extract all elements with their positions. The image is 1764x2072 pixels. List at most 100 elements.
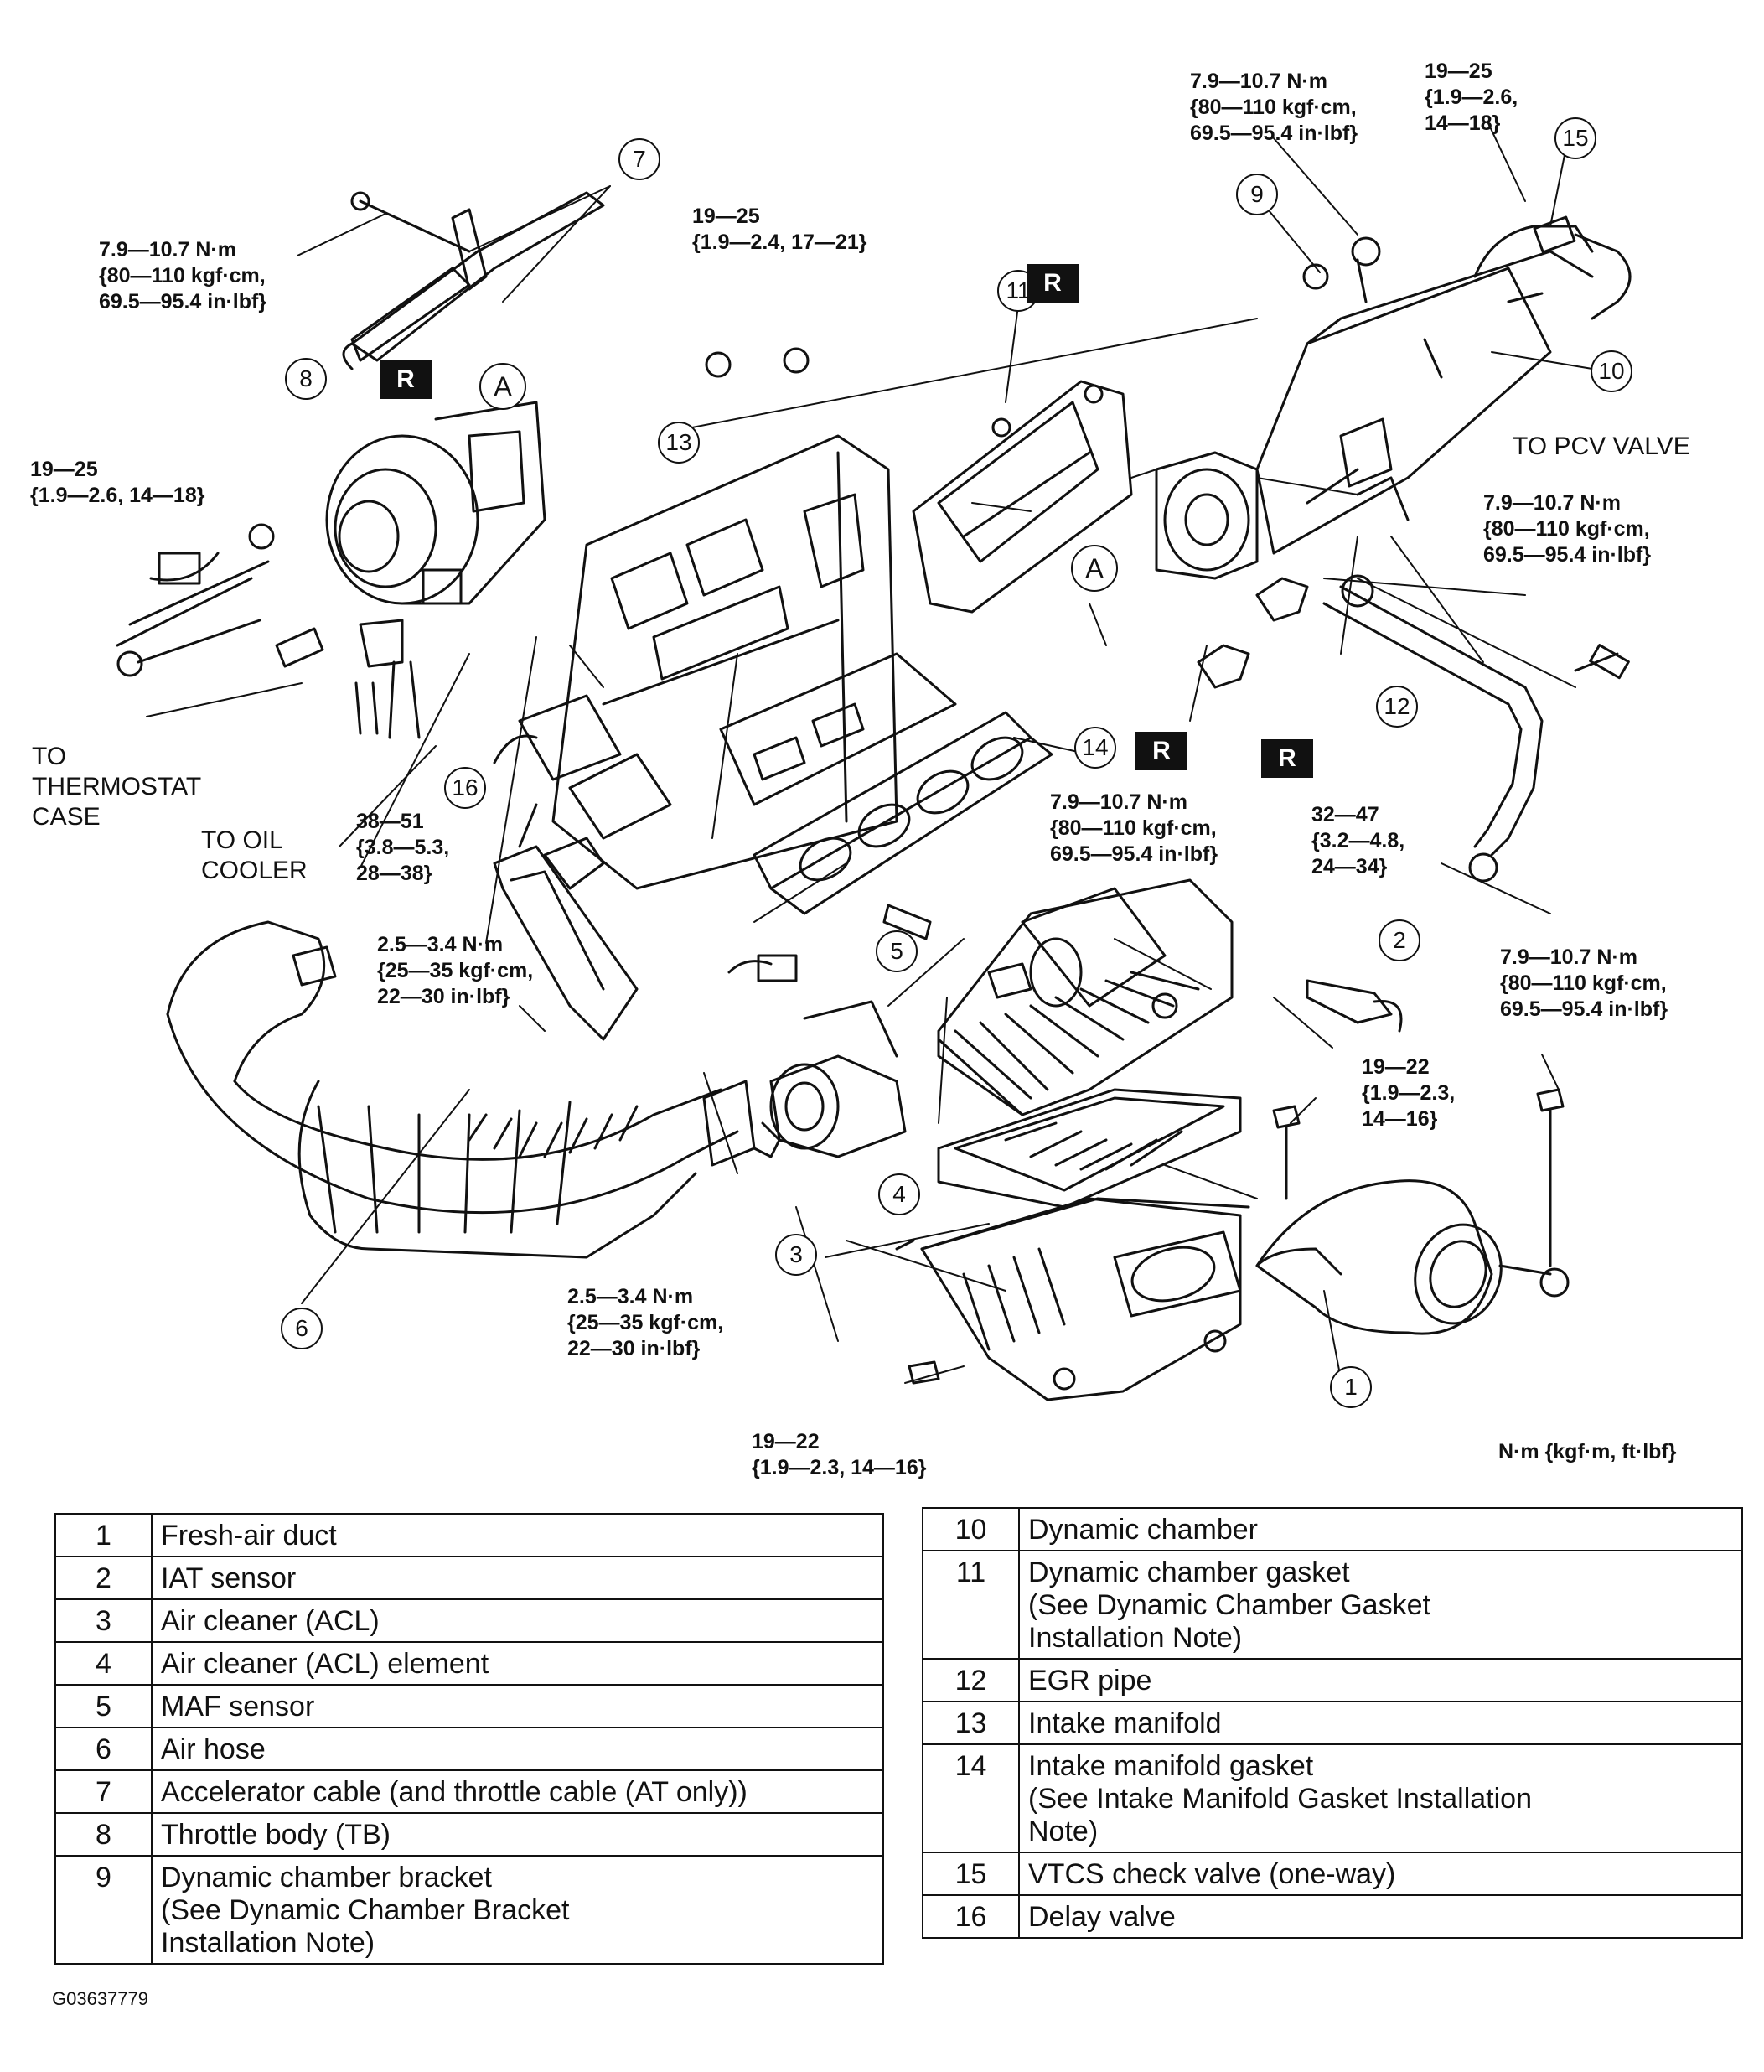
torque-spec-7: 7.9—10.7 N·m {80—110 kgf·cm, 69.5—95.4 i… xyxy=(99,238,267,313)
legend-number: 1 xyxy=(54,1513,153,1557)
exploded-view-diagram: 7.9—10.7 N·m {80—110 kgf·cm, 69.5—95.4 i… xyxy=(30,60,1690,1479)
callout-13: 13 xyxy=(658,422,700,464)
legend-number: 16 xyxy=(922,1894,1020,1939)
reference-mark-a-throttle: A xyxy=(479,363,526,410)
torque-spec-38: 38—51 {3.8—5.3, 28—38} xyxy=(356,810,450,885)
torque-spec-8: 19—25 {1.9—2.6, 14—18} xyxy=(30,458,205,507)
callout-16: 16 xyxy=(444,767,486,809)
legend-description: Delay valve xyxy=(1018,1894,1743,1939)
legend-number: 13 xyxy=(922,1701,1020,1745)
figure-id: G03637779 xyxy=(52,1988,148,2009)
legend-description: Accelerator cable (and throttle cable (A… xyxy=(151,1769,884,1814)
legend-description: Air hose xyxy=(151,1727,884,1771)
legend-number: 3 xyxy=(54,1598,153,1643)
legend-number: 7 xyxy=(54,1769,153,1814)
legend-number: 6 xyxy=(54,1727,153,1771)
callout-2: 2 xyxy=(1379,919,1420,961)
air-cleaner-cover xyxy=(937,878,1234,1116)
legend-description: Throttle body (TB) xyxy=(151,1812,884,1857)
callout-6: 6 xyxy=(281,1308,323,1349)
torque-spec-9: 7.9—10.7 N·m {80—110 kgf·cm, 69.5—95.4 i… xyxy=(1190,70,1358,145)
note-oil-cooler: TO OIL COOLER xyxy=(201,826,308,884)
replace-badge-egr-gasket: R xyxy=(1261,739,1313,778)
callout-14: 14 xyxy=(1074,727,1116,769)
callout-5: 5 xyxy=(876,930,918,972)
torque-spec-6: 2.5—3.4 N·m {25—35 kgf·cm, 22—30 in·lbf} xyxy=(377,933,534,1008)
torque-spec-1: 7.9—10.7 N·m {80—110 kgf·cm, 69.5—95.4 i… xyxy=(1500,945,1668,1021)
units-legend: N·m {kgf·m, ft·lbf} xyxy=(1498,1440,1677,1463)
air-cleaner-element xyxy=(937,1088,1242,1209)
maf-sensor xyxy=(727,954,907,1158)
callout-15: 15 xyxy=(1554,117,1596,159)
lower-bracket xyxy=(493,845,639,1041)
legend-description: MAF sensor xyxy=(151,1684,884,1728)
callout-11: 11 xyxy=(997,270,1039,312)
leader-lines xyxy=(146,121,1593,1384)
torque-spec-5: 2.5—3.4 N·m {25—35 kgf·cm, 22—30 in·lbf} xyxy=(567,1285,724,1360)
reference-mark-a-chamber: A xyxy=(1071,545,1118,592)
legend-number: 11 xyxy=(922,1550,1020,1660)
legend-number: 14 xyxy=(922,1743,1020,1853)
replace-badge-chamber-gasket: R xyxy=(1027,264,1079,303)
callout-3: 3 xyxy=(775,1234,817,1276)
legend-description: Intake manifold gasket (See Intake Manif… xyxy=(1018,1743,1743,1853)
dynamic-chamber-gasket xyxy=(912,380,1133,614)
legend-number: 2 xyxy=(54,1556,153,1600)
callout-12: 12 xyxy=(1376,686,1418,728)
callout-9: 9 xyxy=(1236,174,1278,215)
torque-spec-14: 7.9—10.7 N·m {80—110 kgf·cm, 69.5—95.4 i… xyxy=(1050,790,1218,866)
legend-number: 10 xyxy=(922,1507,1020,1551)
torque-spec-3: 19—22 {1.9—2.3, 14—16} xyxy=(752,1430,927,1479)
replace-badge-throttle-gasket: R xyxy=(380,360,432,399)
replace-badge-manifold-gasket: R xyxy=(1135,732,1187,770)
accelerator-cable-bracket xyxy=(342,191,605,370)
legend-description: Fresh-air duct xyxy=(151,1513,884,1557)
legend-number: 4 xyxy=(54,1641,153,1686)
legend-description: Dynamic chamber gasket (See Dynamic Cham… xyxy=(1018,1550,1743,1660)
legend-description: Dynamic chamber bracket (See Dynamic Cha… xyxy=(151,1855,884,1965)
legend-description: Air cleaner (ACL) element xyxy=(151,1641,884,1686)
legend-description: EGR pipe xyxy=(1018,1658,1743,1702)
torque-spec-15: 19—25 {1.9—2.6, 14—18} xyxy=(1425,60,1518,135)
legend-description: Dynamic chamber xyxy=(1018,1507,1743,1551)
torque-spec-32: 32—47 {3.2—4.8, 24—34} xyxy=(1311,803,1405,878)
torque-spec-12: 7.9—10.7 N·m {80—110 kgf·cm, 69.5—95.4 i… xyxy=(1483,491,1652,567)
callout-4: 4 xyxy=(878,1173,920,1215)
callout-7: 7 xyxy=(618,138,660,180)
intake-manifold xyxy=(493,434,957,890)
legend-description: Air cleaner (ACL) xyxy=(151,1598,884,1643)
callout-1: 1 xyxy=(1330,1366,1372,1408)
air-cleaner-housing xyxy=(895,1197,1250,1401)
legend-number: 12 xyxy=(922,1658,1020,1702)
legend-description: IAT sensor xyxy=(151,1556,884,1600)
torque-spec-2: 19—22 {1.9—2.3, 14—16} xyxy=(1362,1055,1456,1131)
note-thermostat-case: TO THERMOSTAT CASE xyxy=(32,743,202,831)
note-pcv-valve: TO PCV VALVE xyxy=(1513,433,1690,460)
legend-number: 9 xyxy=(54,1855,153,1965)
legend-number: 8 xyxy=(54,1812,153,1857)
fresh-air-duct xyxy=(1255,1179,1570,1335)
dynamic-chamber xyxy=(1155,215,1632,580)
legend-description: Intake manifold xyxy=(1018,1701,1743,1745)
egr-pipe xyxy=(1197,574,1630,883)
callout-10: 10 xyxy=(1591,350,1632,392)
air-hose xyxy=(166,920,781,1259)
legend-number: 15 xyxy=(922,1852,1020,1896)
iat-sensor xyxy=(1306,979,1403,1033)
throttle-body xyxy=(116,401,546,739)
diagram-linework xyxy=(116,121,1632,1401)
intake-manifold-gasket xyxy=(753,711,1053,915)
